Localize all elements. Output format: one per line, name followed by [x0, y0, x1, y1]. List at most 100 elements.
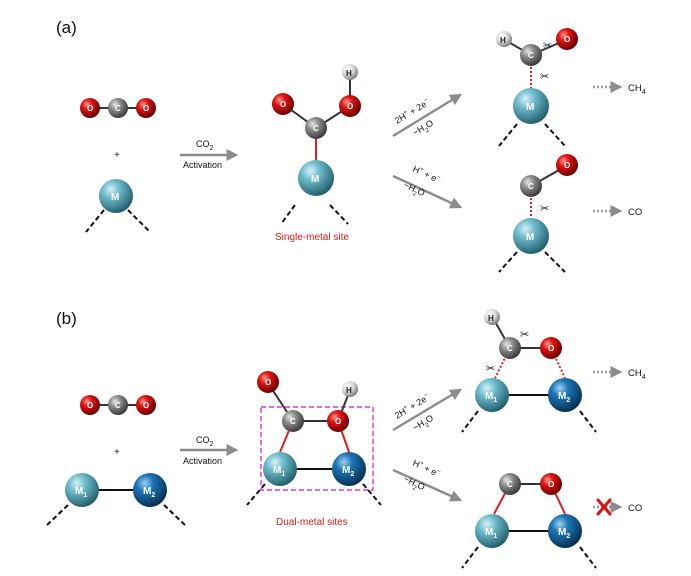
- carbon-atom: [499, 473, 521, 495]
- intermediate-hco-b: M1 M2 C O H ✂ ✂: [461, 309, 597, 433]
- support-dash: [246, 483, 266, 506]
- scissors-icon: ✂: [520, 329, 529, 341]
- support-dash: [163, 504, 187, 527]
- dual-metal-site-b: M1 M2: [45, 473, 187, 527]
- scissors-icon: ✂: [540, 203, 549, 215]
- scissors-icon: ✂: [543, 40, 552, 52]
- atom-label-c: C: [313, 124, 319, 133]
- pathway-condition: H+ + e−: [411, 458, 442, 479]
- hydrogen-atom: [484, 309, 500, 325]
- atom-label-o: O: [564, 35, 570, 44]
- carbon-atom: [108, 395, 128, 415]
- scissors-icon: ✂: [486, 363, 495, 375]
- oxygen-atom: [136, 395, 156, 415]
- site-caption: Single-metal site: [275, 232, 349, 243]
- atom-label-m1: M1: [485, 391, 497, 404]
- support-dash: [127, 209, 151, 233]
- carbon-atom: [499, 337, 521, 359]
- atom-label-h: H: [488, 314, 494, 323]
- support-dash: [85, 209, 105, 233]
- dual-metal-intermediate: M1 M2 C O O H: [246, 371, 382, 506]
- hydrogen-atom: [496, 31, 512, 47]
- support-dash: [329, 204, 349, 225]
- pathway-byproduct: −H2O: [411, 118, 437, 141]
- reaction-arrow: [392, 174, 463, 209]
- atom-label-c: C: [290, 417, 296, 426]
- support-dash: [461, 546, 479, 569]
- atom-label-m: M: [311, 174, 319, 185]
- oxygen-atom: [556, 28, 578, 50]
- atom-label-c: C: [528, 51, 534, 60]
- pathway-arrow-upper-a: 2H+ + 2e− −H2O: [392, 93, 463, 141]
- atom-label-m2: M2: [558, 391, 570, 404]
- activation-arrow-a: CO2 Activation: [180, 139, 239, 170]
- support-dash: [280, 204, 296, 225]
- atom-label-o: O: [87, 104, 93, 113]
- oxygen-atom: [136, 98, 156, 118]
- plus-sign: +: [114, 150, 120, 161]
- carbon-atom: [305, 117, 327, 139]
- atom-label-m2: M2: [558, 527, 570, 540]
- intermediate-co-a: M C O ✂: [498, 154, 578, 273]
- single-metal-intermediate: M C O O H: [272, 64, 361, 225]
- panel-b-label: (b): [56, 309, 77, 328]
- metal-site-a: M: [85, 179, 151, 233]
- oxygen-atom: [556, 154, 578, 176]
- product-label: CO: [628, 207, 642, 218]
- carbon-atom: [520, 175, 542, 197]
- intermediate-co-b: M1 M2 C O: [461, 473, 597, 569]
- metal-atom-1: [475, 514, 509, 548]
- atom-label-c: C: [528, 182, 534, 191]
- atom-label-o: O: [87, 401, 93, 410]
- support-dash: [579, 546, 597, 569]
- metal-atom-2: [548, 378, 582, 412]
- hydrogen-atom: [342, 64, 358, 80]
- atom-label-m2: M2: [143, 486, 155, 499]
- scissors-icon: ✂: [540, 71, 549, 83]
- atom-label-h: H: [346, 69, 352, 78]
- pathway-arrow-upper-b: 2H+ + 2e− −H2O: [392, 388, 463, 433]
- activation-arrow-b: CO2 Activation: [180, 435, 239, 466]
- product-ch4-a: CH4: [593, 81, 646, 96]
- activation-reagent: CO2: [196, 139, 214, 152]
- product-label: CO: [628, 503, 642, 514]
- atom-label-c: C: [115, 104, 121, 113]
- atom-label-m1: M1: [75, 486, 87, 499]
- metal-atom: [513, 218, 549, 254]
- activation-label: Activation: [183, 160, 222, 170]
- activation-label: Activation: [183, 456, 222, 466]
- panel-a: (a) O C O + M CO2 Activation: [56, 18, 646, 273]
- atom-label-c: C: [115, 401, 121, 410]
- atom-label-o: O: [265, 378, 271, 387]
- atom-label-h: H: [346, 386, 352, 395]
- atom-label-o: O: [548, 344, 554, 353]
- atom-label-m: M: [526, 232, 534, 243]
- oxygen-atom: [540, 473, 562, 495]
- carbon-atom: [282, 410, 304, 432]
- metal-atom-2: [548, 514, 582, 548]
- atom-label-m2: M2: [342, 465, 354, 478]
- support-dash: [498, 123, 518, 147]
- pathway-byproduct: −H2O: [401, 474, 427, 495]
- highlight-box: [260, 406, 374, 491]
- atom-label-o: O: [548, 480, 554, 489]
- oxygen-atom: [327, 410, 349, 432]
- pathway-arrow-lower-b: H+ + e− −H2O: [392, 458, 463, 502]
- cross-icon: [596, 498, 612, 516]
- support-dash: [45, 504, 69, 527]
- reaction-arrow: [392, 468, 463, 502]
- atom-label-m: M: [111, 192, 119, 203]
- product-co-a: CO: [593, 205, 642, 218]
- carbon-atom: [520, 44, 542, 66]
- site-caption: Dual-metal sites: [276, 517, 348, 528]
- pathway-byproduct: −H2O: [401, 180, 427, 201]
- support-dash: [579, 410, 597, 433]
- oxygen-atom: [80, 98, 100, 118]
- carbon-atom: [108, 98, 128, 118]
- co2-molecule-a: O C O: [80, 98, 156, 118]
- support-dash: [544, 251, 566, 273]
- product-co-b-blocked: CO: [593, 498, 642, 516]
- atom-label-o: O: [143, 104, 149, 113]
- oxygen-atom: [339, 95, 361, 117]
- support-dash: [461, 410, 479, 433]
